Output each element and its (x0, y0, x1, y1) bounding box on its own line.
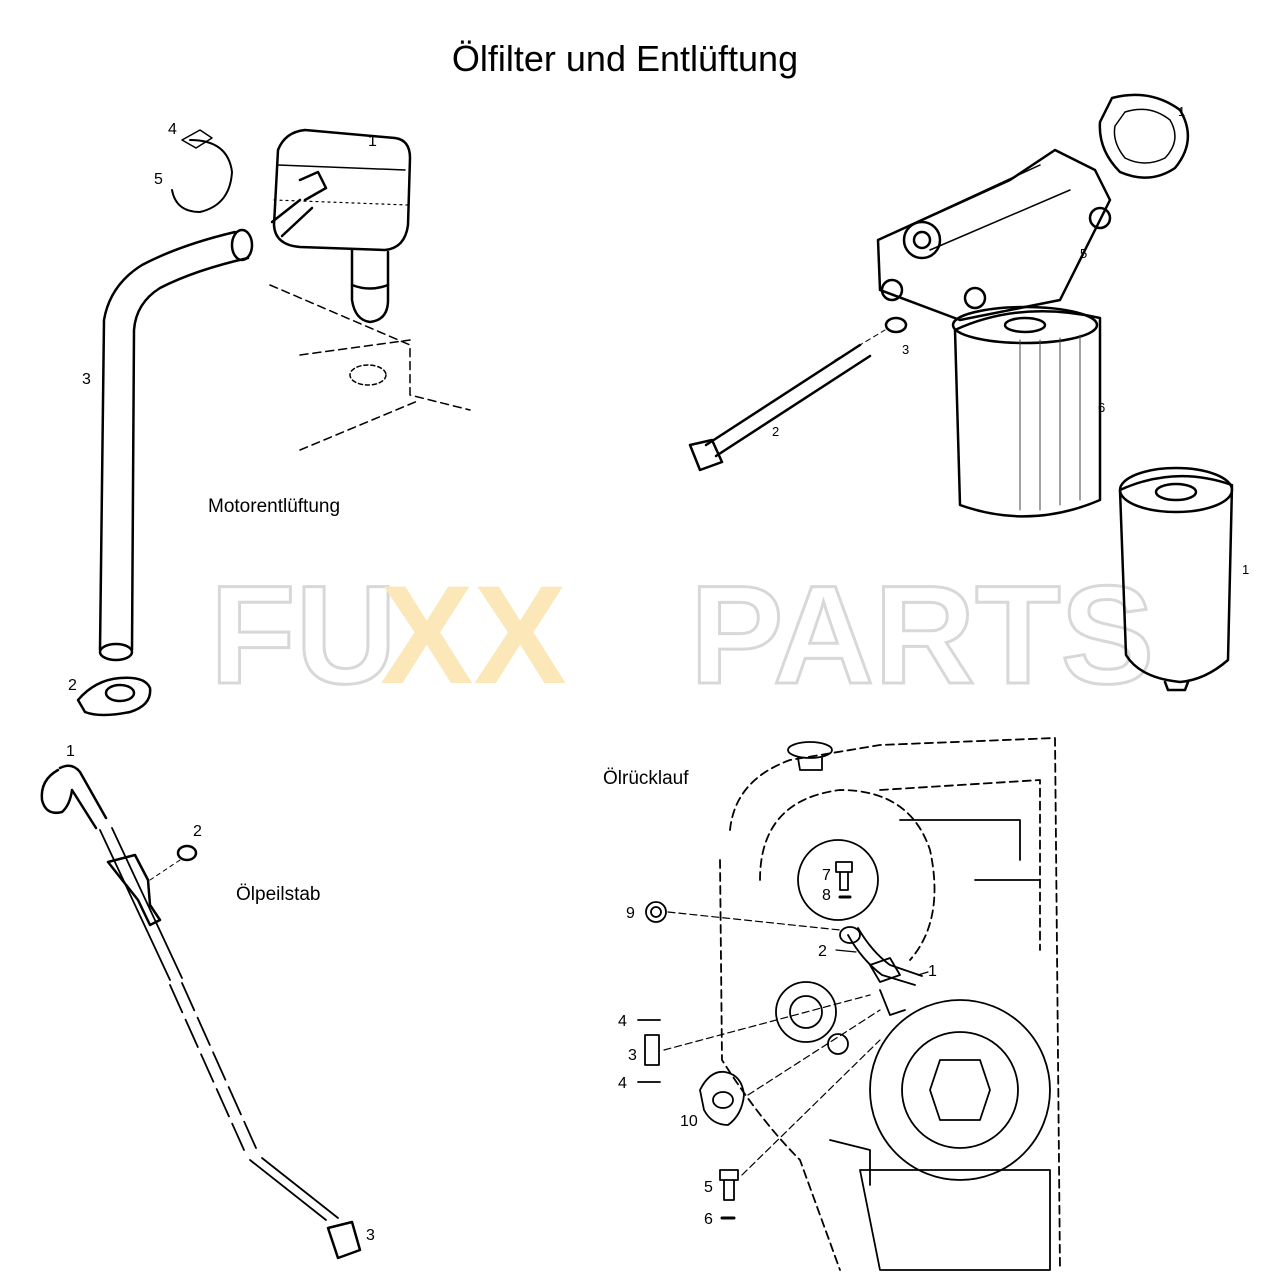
oil-return-assembly (637, 737, 1061, 1271)
page-title: Ölfilter und Entlüftung (451, 38, 799, 79)
callout-return-3: 3 (628, 1047, 637, 1064)
watermark-x: XX (380, 556, 567, 713)
watermark-left: FU (209, 555, 399, 715)
callout-dipstick-2: 2 (193, 823, 202, 840)
callout-return-7: 7 (822, 867, 831, 884)
callouts-breather: 1 2 3 4 5 (68, 121, 377, 694)
callout-return-4a: 4 (618, 1013, 627, 1030)
callout-dipstick-3: 3 (366, 1227, 375, 1244)
callout-return-1: 1 (928, 963, 937, 980)
callout-return-2: 2 (818, 943, 827, 960)
callout-breather-2: 2 (68, 677, 77, 694)
callout-return-5: 5 (704, 1179, 713, 1196)
callout-breather-3: 3 (82, 371, 91, 388)
callout-breather-5: 5 (154, 171, 163, 188)
callout-breather-4: 4 (168, 121, 177, 138)
callout-filter-5: 5 (1080, 246, 1087, 261)
callout-filter-1: 1 (1178, 104, 1185, 119)
callout-filter-3: 3 (902, 342, 909, 357)
callouts-return: 7 8 9 2 1 4 3 4 10 5 6 (618, 867, 937, 1228)
callout-filter-1b: 1 (1242, 562, 1249, 577)
callout-return-10: 10 (680, 1113, 698, 1130)
callouts-dipstick: 1 2 3 (66, 743, 375, 1244)
callout-return-6: 6 (704, 1211, 713, 1228)
callout-filter-6: 6 (1098, 400, 1105, 415)
section-label-breather: Motorentlüftung (208, 496, 341, 517)
oil-filter-assembly (688, 93, 1234, 692)
callouts-filter: 1 2 3 5 6 1 (772, 104, 1249, 577)
breather-assembly (76, 128, 471, 717)
callout-filter-2: 2 (772, 424, 779, 439)
callout-breather-1: 1 (368, 133, 377, 150)
section-label-dipstick: Ölpeilstab (236, 884, 321, 905)
fuxxparts-watermark: FU XX PARTS (209, 555, 1156, 715)
callout-return-4b: 4 (618, 1075, 627, 1092)
dipstick-assembly (40, 764, 362, 1260)
callout-return-9: 9 (626, 905, 635, 922)
section-label-return: Ölrücklauf (603, 768, 689, 789)
callout-return-8: 8 (822, 887, 831, 904)
watermark-right: PARTS (688, 555, 1155, 715)
callout-dipstick-1: 1 (66, 743, 75, 760)
